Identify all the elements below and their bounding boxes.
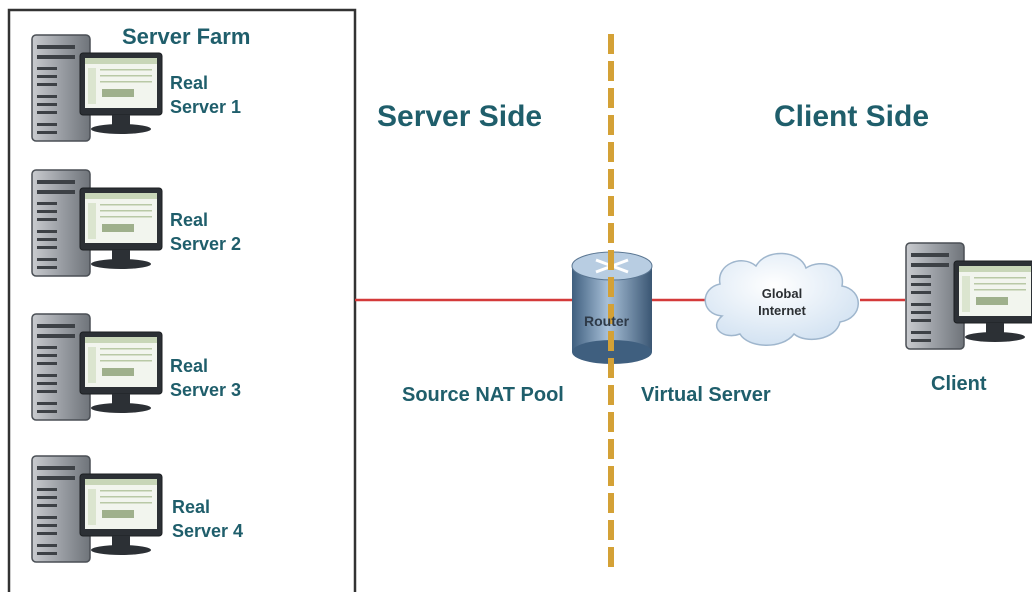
real-server-1-label-line2: Server 1 xyxy=(170,97,242,117)
real-server-1-label-line1: Real xyxy=(170,73,209,93)
real-server-2-icon xyxy=(31,169,163,277)
real-server-4-icon xyxy=(31,455,163,563)
global-internet-cloud-icon xyxy=(704,252,859,346)
real-server-2-label-line2: Server 2 xyxy=(170,234,242,254)
real-server-3-icon xyxy=(31,313,163,421)
real-server-4-label-line1: Real xyxy=(172,497,211,517)
real-server-4-label: Real Server 4 xyxy=(172,495,243,543)
real-server-4-label-line2: Server 4 xyxy=(172,521,244,541)
server-farm-title: Server Farm xyxy=(122,24,251,49)
client-side-title: Client Side xyxy=(774,100,930,133)
server-farm-frame xyxy=(7,8,357,592)
virtual-server-label: Virtual Server xyxy=(641,384,771,406)
real-server-1-label: Real Server 1 xyxy=(170,71,241,119)
global-internet-label-line1: Global xyxy=(761,286,803,301)
real-server-3-label: Real Server 3 xyxy=(170,354,241,402)
global-internet-label: Global Internet xyxy=(742,285,822,319)
router-label: Router xyxy=(584,313,630,329)
real-server-3-label-line2: Server 3 xyxy=(170,380,242,400)
server-side-title: Server Side xyxy=(377,100,543,133)
client-label: Client xyxy=(931,373,987,395)
client-workstation-icon xyxy=(905,242,1032,350)
real-server-3-label-line1: Real xyxy=(170,356,209,376)
real-server-2-label-line1: Real xyxy=(170,210,209,230)
real-server-2-label: Real Server 2 xyxy=(170,208,241,256)
source-nat-pool-label: Source NAT Pool xyxy=(402,384,564,406)
real-server-1-icon xyxy=(31,34,163,142)
global-internet-label-line2: Internet xyxy=(758,303,806,318)
